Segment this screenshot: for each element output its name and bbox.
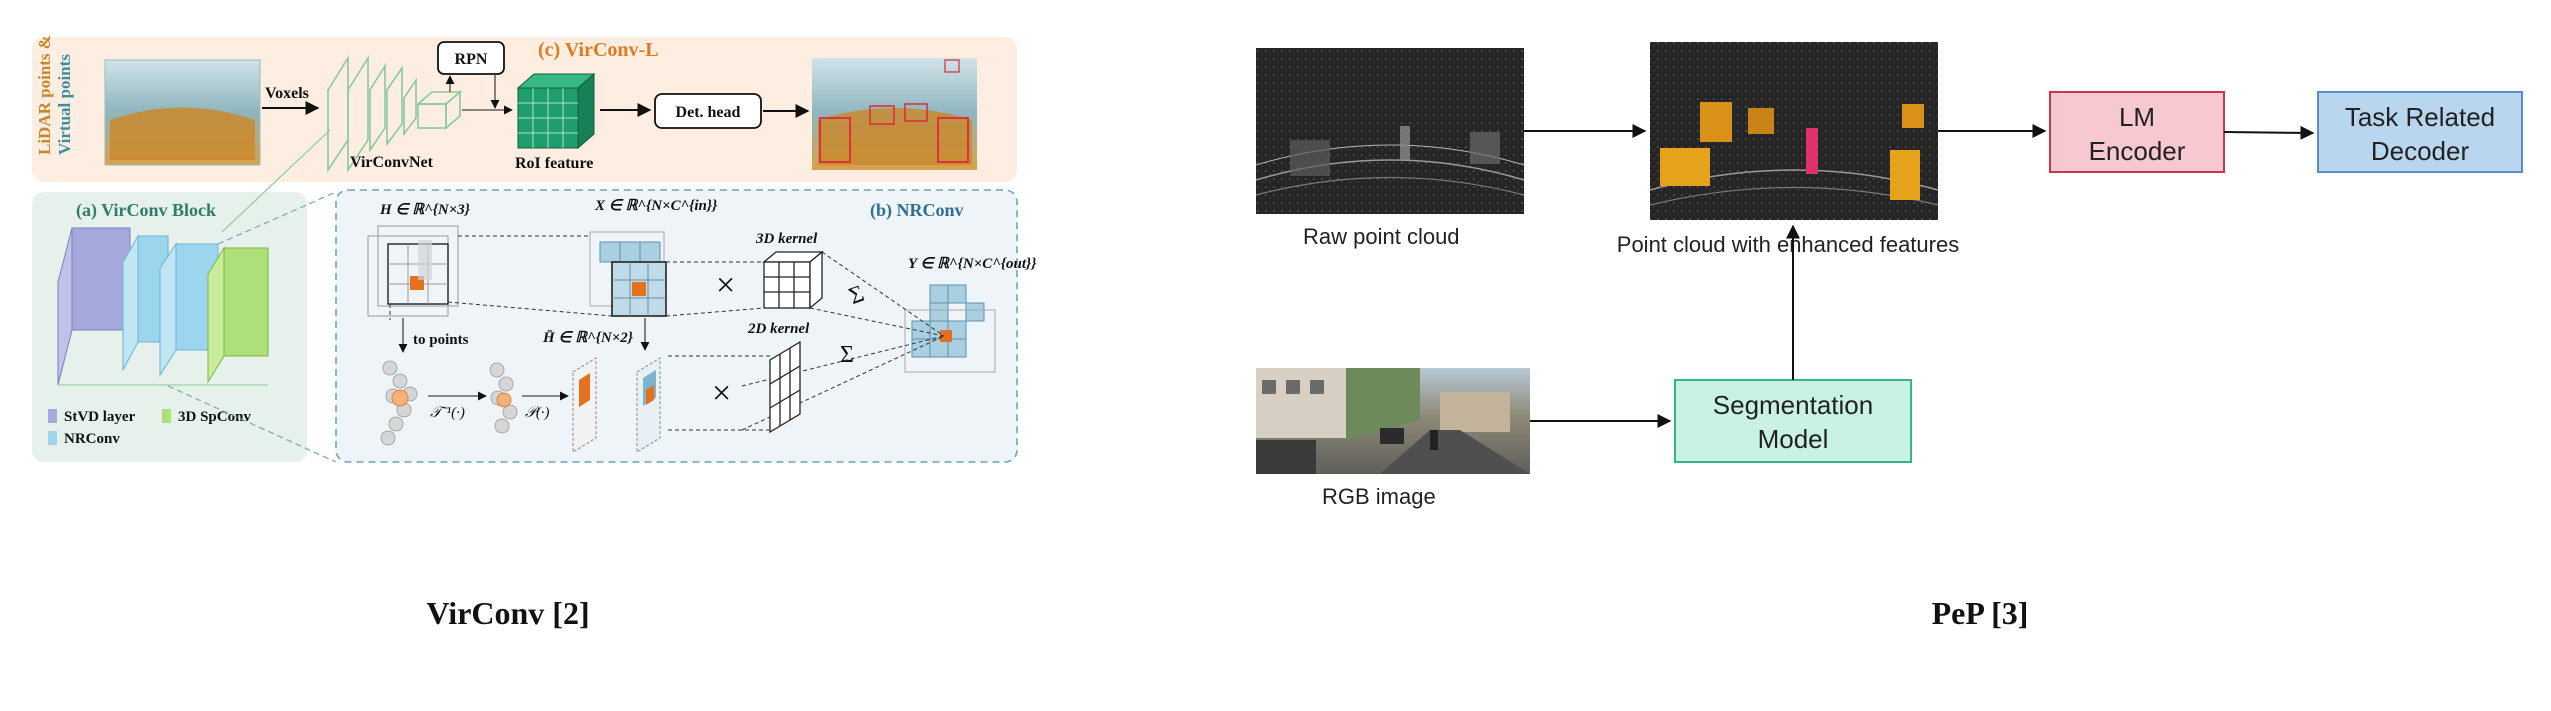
task-decoder-label-1: Task Related xyxy=(2345,102,2495,132)
point-cluster-2 xyxy=(489,362,518,434)
virconvnet-stack xyxy=(327,55,463,173)
lm-encoder-label-1: LM xyxy=(2119,102,2155,132)
enhanced-point-cloud-image xyxy=(1649,42,1939,220)
rpn-box xyxy=(437,41,505,75)
nrconv-title: (b) NRConv xyxy=(870,200,964,221)
virconv-caption: VirConv [2] xyxy=(426,595,589,631)
legend-nrconv: NRConv xyxy=(64,431,120,447)
x-label: X ∈ ℝ^{N×C^{in}} xyxy=(594,198,718,214)
segmentation-model-label-1: Segmentation xyxy=(1713,390,1873,420)
rgb-image-label: RGB image xyxy=(1322,484,1436,509)
virconvnet-label: VirConvNet xyxy=(350,154,434,171)
lidar-scene-output xyxy=(812,58,977,170)
kernel2d-label: 2D kernel xyxy=(747,321,810,337)
h-label: H ∈ ℝ^{N×3} xyxy=(379,202,471,218)
task-decoder-label-2: Decoder xyxy=(2371,136,2470,166)
times-symbol-2: × xyxy=(712,375,731,412)
side-label: LiDAR points & Virtual points xyxy=(35,35,74,155)
hbar-planes xyxy=(572,357,661,453)
raw-point-cloud-label: Raw point cloud xyxy=(1303,224,1460,249)
segmentation-model-label-2: Model xyxy=(1758,424,1829,454)
pep-figure: Raw point cloud Point cloud with enhance… xyxy=(1255,42,2523,631)
rpn-label: RPN xyxy=(455,51,488,68)
task-decoder-box xyxy=(2317,91,2523,173)
pep-caption: PeP [3] xyxy=(1932,595,2029,631)
det-head-box xyxy=(654,93,762,129)
p-op-label: 𝒫(·) xyxy=(525,405,550,421)
t-inverse-label: 𝒯⁻¹(·) xyxy=(430,405,465,421)
legend-spconv: 3D SpConv xyxy=(178,409,251,425)
legend-stvd: StVD layer xyxy=(64,409,136,425)
kernel2d-plane xyxy=(769,340,801,434)
virconv-l-title: (c) VirConv-L xyxy=(538,39,659,61)
side-label-lidar: LiDAR points & xyxy=(35,35,54,155)
sigma-2d: Σ xyxy=(840,342,854,368)
virconv-block-layers xyxy=(57,227,269,386)
y-output-grid xyxy=(904,284,996,373)
lm-encoder-label-2: Encoder xyxy=(2089,136,2186,166)
to-points-label: to points xyxy=(413,332,469,348)
roi-feature-label: RoI feature xyxy=(515,155,593,172)
x-feature-grid xyxy=(589,231,667,317)
roi-feature-cube xyxy=(516,72,596,150)
virconv-figure: LiDAR points & Virtual points Voxels Vir… xyxy=(32,35,1037,631)
det-head-label: Det. head xyxy=(676,104,741,121)
projection-lines xyxy=(389,235,945,431)
lidar-scene-input xyxy=(104,59,261,166)
kernel3d-cube xyxy=(762,250,824,310)
point-cluster-1 xyxy=(380,360,418,446)
legend-stvd-swatch xyxy=(48,409,57,423)
side-label-virtual: Virtual points xyxy=(55,54,74,155)
raw-point-cloud-image xyxy=(1255,48,1525,214)
legend-nrconv-swatch xyxy=(48,431,57,445)
y-label: Y ∈ ℝ^{N×C^{out}} xyxy=(908,256,1037,272)
lm-encoder-box xyxy=(2049,91,2225,173)
times-symbol-1: × xyxy=(716,267,735,304)
voxels-label: Voxels xyxy=(265,85,309,102)
enhanced-point-cloud-label: Point cloud with enhanced features xyxy=(1617,232,1959,257)
legend-spconv-swatch xyxy=(162,409,171,423)
virconv-block-title: (a) VirConv Block xyxy=(76,200,216,221)
rgb-image xyxy=(1256,368,1530,474)
kernel3d-label: 3D kernel xyxy=(755,231,818,247)
hbar-label: H̄ ∈ ℝ^{N×2} xyxy=(542,330,634,346)
